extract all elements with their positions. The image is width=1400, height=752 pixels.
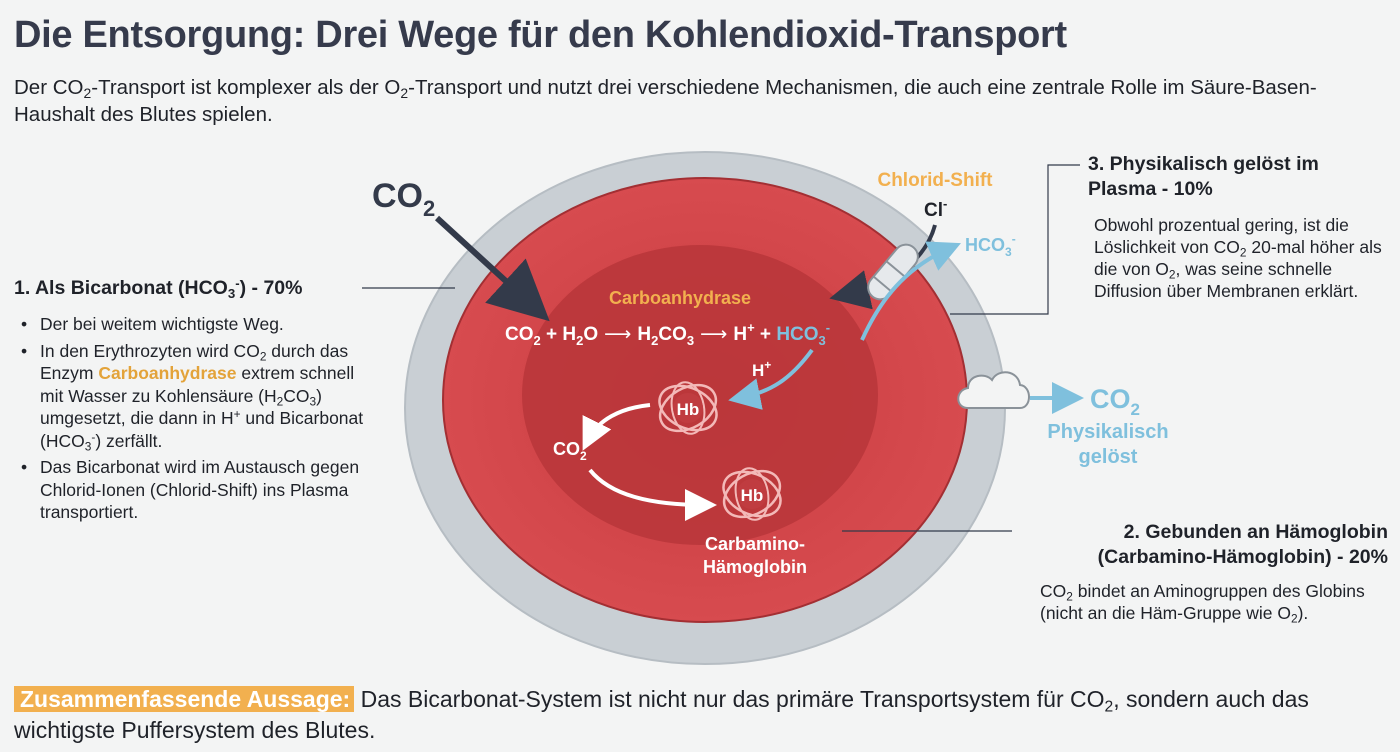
bicarbonate-bullet-list: Der bei weitem wichtigste Weg. In den Er…	[14, 313, 364, 524]
hb-label-upper: Hb	[677, 400, 700, 419]
intro-text: Der CO2-Transport ist komplexer als der …	[14, 76, 1317, 126]
section-carbamino-title: 2. Gebunden an Hämoglobin(Carbamino-Hämo…	[1097, 521, 1388, 568]
cloud-icon	[957, 371, 1030, 409]
carbamino-label: Carbamino-Hämoglobin	[703, 534, 807, 577]
bicarbonate-efflux-arrow	[860, 241, 961, 341]
co2-influx-arrow	[434, 215, 550, 322]
list-item: In den Erythrozyten wird CO2 durch das E…	[14, 340, 364, 453]
list-item: Der bei weitem wichtigste Weg.	[14, 313, 364, 336]
hb-label-lower: Hb	[741, 486, 764, 505]
co2-dissolved-label: CO2	[1090, 384, 1140, 419]
co2-to-carbamino-arrow	[588, 468, 717, 521]
h-plus-arrow	[728, 348, 814, 410]
membrane-channel-icon	[867, 243, 919, 301]
section-bicarbonate-title: 1. Als Bicarbonat (HCO3-) - 70%	[14, 275, 303, 301]
section-physically-dissolved-text: Obwohl prozentual gering, ist die Löslic…	[1094, 215, 1382, 301]
section-bicarbonate: 1. Als Bicarbonat (HCO3-) - 70% Der bei …	[14, 276, 364, 528]
section-carbamino-text: CO2 bindet an Aminogruppen des Globins (…	[1040, 581, 1365, 626]
summary-statement: Zusammenfassende Aussage: Das Bicarbonat…	[14, 686, 1309, 743]
hco3-out-label: HCO3-	[965, 232, 1016, 259]
h-plus-label: H+	[752, 358, 771, 380]
leader-line-section3	[950, 164, 1080, 315]
chloride-ion-label: Cl-	[924, 196, 947, 221]
carboanhydrase-label: Carboanhydrase	[609, 288, 751, 308]
hb-to-co2-arrow	[582, 403, 651, 451]
chlorid-shift-label: Chlorid-Shift	[877, 170, 993, 191]
co2-input-label: CO2	[372, 177, 435, 221]
hemoglobin-icon	[658, 381, 718, 435]
section-carbamino: 2. Gebunden an Hämoglobin(Carbamino-Hämo…	[1022, 520, 1394, 626]
reaction-equation: CO2 + H2O⟶H2CO3⟶H+ + HCO3-	[505, 320, 830, 348]
summary-label: Zusammenfassende Aussage:	[14, 686, 355, 712]
co2-inner-label: CO2	[553, 439, 587, 463]
page-title: Die Entsorgung: Drei Wege für den Kohlen…	[14, 14, 1067, 56]
hemoglobin-icon	[722, 467, 782, 521]
list-item: Das Bicarbonat wird im Austausch gegen C…	[14, 456, 364, 524]
